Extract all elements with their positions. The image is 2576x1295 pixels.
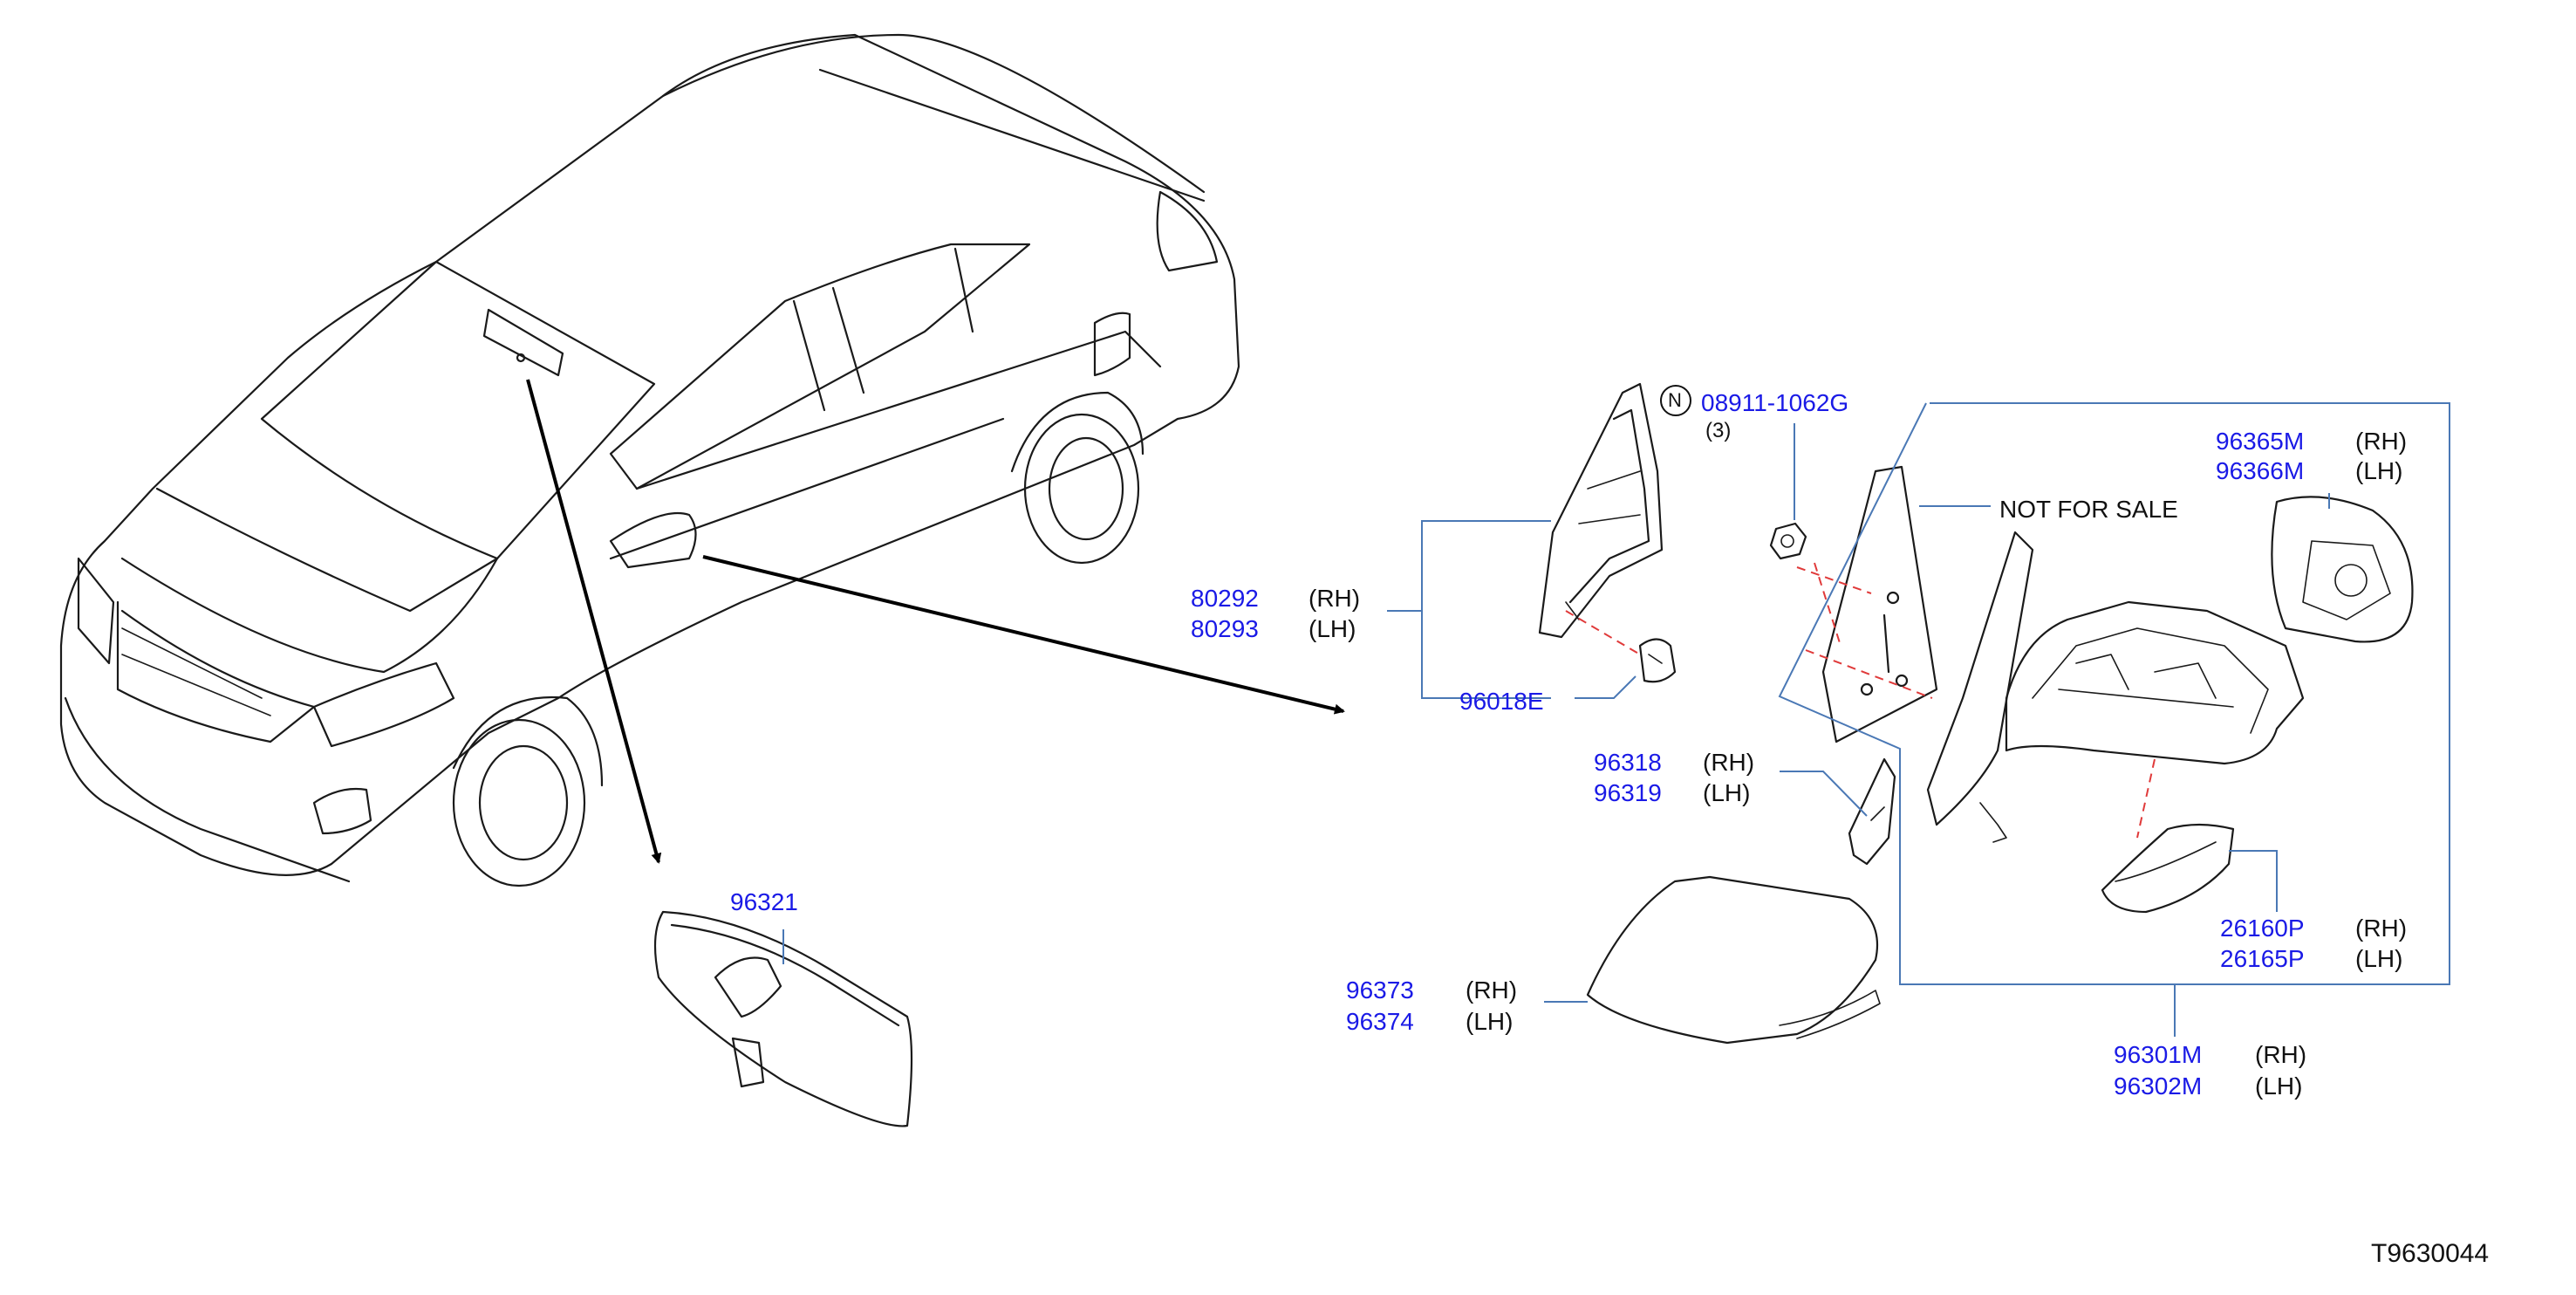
bracket-80292: [1421, 520, 1551, 699]
side-lh-80293: (LH): [1308, 615, 1356, 642]
side-lh-96374: (LH): [1466, 1008, 1513, 1035]
car-illustration: [59, 33, 1240, 887]
arrow-to-door-mirror: [702, 555, 1345, 715]
side-rh-96301M: (RH): [2255, 1041, 2307, 1068]
n-marker: [1660, 385, 1691, 416]
mirror-glass-illustration: [1821, 465, 1938, 743]
mirror-small-trim-illustration: [1848, 757, 1896, 866]
part-number-26160P: 26160P: [2220, 915, 2305, 942]
leader-96318: [1780, 771, 1868, 817]
inside-mirror-illustration: [653, 910, 913, 1127]
part-number-08911-1062G: 08911-1062G: [1701, 389, 1849, 416]
leader-26160P: [2229, 850, 2278, 912]
quantity-08911: (3): [1705, 419, 1732, 442]
side-lh-96302M: (LH): [2255, 1072, 2303, 1100]
part-number-96374: 96374: [1346, 1008, 1414, 1035]
callout-arrows: [526, 379, 1345, 864]
part-number-96301M: 96301M: [2114, 1041, 2203, 1068]
door-mirror-assembly-illustration: [1926, 531, 2305, 843]
part-number-96365M: 96365M: [2216, 428, 2305, 455]
mirror-corner-trim-illustration: [1538, 382, 1664, 639]
part-number-96319: 96319: [1594, 779, 1662, 806]
part-number-96018E: 96018E: [1459, 688, 1544, 715]
side-rh-96373: (RH): [1466, 976, 1518, 1004]
part-number-96318: 96318: [1594, 749, 1662, 776]
turn-lamp-illustration: [2101, 823, 2235, 914]
mirror-clip-illustration: [1638, 638, 1677, 683]
nut-illustration: [1769, 522, 1807, 560]
dashed-ref-glass: [1796, 562, 1933, 699]
side-rh-96365M: (RH): [2355, 428, 2408, 455]
part-number-96302M: 96302M: [2114, 1072, 2203, 1100]
dashed-ref-turn-lamp: [2136, 758, 2156, 839]
part-number-96366M: 96366M: [2216, 457, 2305, 484]
side-rh-26160P: (RH): [2355, 915, 2408, 942]
part-number-80292: 80292: [1191, 585, 1259, 612]
part-number-96373: 96373: [1346, 976, 1414, 1004]
mirror-cover-illustration: [1586, 875, 1881, 1045]
diagram-id: T9630044: [2371, 1239, 2490, 1268]
arrow-to-inside-mirror: [526, 379, 662, 864]
side-rh-80292: (RH): [1308, 585, 1361, 612]
mirror-base-plate-illustration: [2271, 496, 2414, 643]
side-lh-26165P: (LH): [2355, 945, 2403, 972]
assembly-bracket-96301M: [1778, 402, 2450, 985]
part-number-96321: 96321: [730, 888, 798, 915]
not-for-sale-label: NOT FOR SALE: [1999, 496, 2178, 523]
n-marker-letter: N: [1668, 389, 1682, 411]
leader-96018E: [1575, 675, 1636, 699]
part-number-80293: 80293: [1191, 615, 1259, 642]
side-lh-96366M: (LH): [2355, 457, 2403, 484]
side-rh-96318: (RH): [1703, 749, 1755, 776]
part-number-26165P: 26165P: [2220, 945, 2305, 972]
side-lh-96319: (LH): [1703, 779, 1751, 806]
